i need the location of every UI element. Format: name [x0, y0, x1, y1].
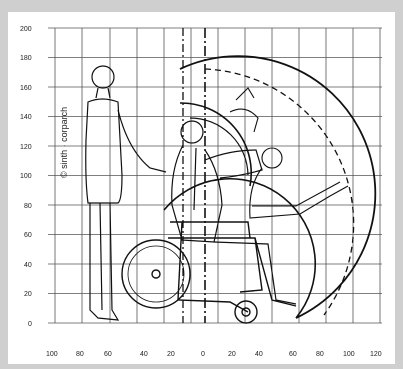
reach-arc-large — [179, 55, 377, 319]
y-tick-label: 0 — [28, 321, 32, 328]
y-tick-label: 20 — [24, 291, 32, 298]
reach-arc-small — [189, 117, 249, 176]
x-tick-label: 80 — [76, 351, 84, 358]
y-tick-label: 80 — [24, 203, 32, 210]
x-axis: 100 80 60 40 20 0 20 40 60 80 100 120 — [46, 351, 382, 358]
x-tick-label: 60 — [104, 351, 112, 358]
standing-person — [85, 65, 167, 321]
reaching-arms — [229, 87, 349, 219]
y-tick-label: 120 — [20, 144, 32, 151]
reach-arcs — [163, 55, 377, 319]
reach-arc-outer-dashed — [204, 68, 355, 316]
y-tick-label: 180 — [20, 55, 32, 62]
x-tick-label: 40 — [255, 351, 263, 358]
y-axis: 200 180 160 140 120 100 80 60 40 20 0 — [20, 26, 32, 328]
centre-axis-lines — [182, 28, 206, 323]
x-tick-label: 60 — [289, 351, 297, 358]
reach-arc-lower — [163, 177, 317, 319]
x-tick-label: 120 — [370, 351, 382, 358]
x-tick-label: 80 — [316, 351, 324, 358]
x-tick-label: 20 — [228, 351, 236, 358]
y-tick-label: 40 — [24, 262, 32, 269]
grid — [48, 27, 382, 324]
x-tick-label: 100 — [343, 351, 355, 358]
seated-person — [171, 120, 297, 305]
y-tick-label: 160 — [20, 85, 32, 92]
copyright-label: © sinth · corparch — [59, 107, 69, 178]
y-tick-label: 200 — [20, 26, 32, 33]
y-tick-label: 100 — [20, 173, 32, 180]
y-tick-label: 140 — [20, 114, 32, 121]
x-tick-label: 20 — [167, 351, 175, 358]
x-tick-label: 40 — [140, 351, 148, 358]
x-tick-label: 0 — [201, 351, 205, 358]
y-tick-label: 60 — [24, 232, 32, 239]
x-tick-label: 100 — [46, 351, 58, 358]
reach-arc-medium — [179, 102, 253, 187]
wheelchair — [121, 221, 297, 324]
